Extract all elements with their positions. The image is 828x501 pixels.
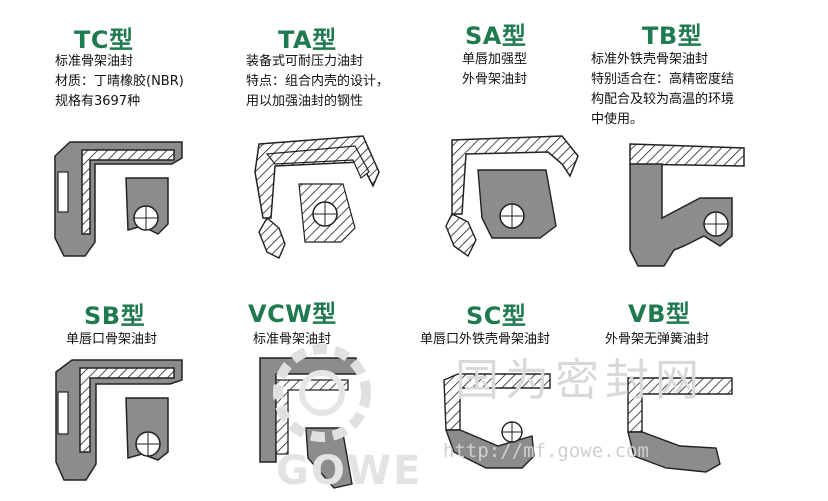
seal-desc-line: 特点：组合内壳的设计，	[246, 74, 390, 89]
seal-desc-vcw: 标准骨架油封	[253, 330, 331, 350]
seal-desc-line: 外骨架无弹簧油封	[605, 332, 710, 347]
seal-desc-line: 装备式可耐压力油封	[246, 54, 364, 69]
seal-desc-sb: 单唇口骨架油封	[66, 330, 157, 350]
seal-desc-line: 材质：丁晴橡胶(NBR)	[55, 74, 184, 89]
seal-title-sb: SB型	[84, 302, 146, 330]
sc-seal-diagram	[443, 373, 551, 469]
ta-seal-diagram	[254, 135, 380, 259]
seal-desc-ta: 装备式可耐压力油封 特点：组合内壳的设计， 用以加强油封的钢性	[246, 52, 389, 112]
seal-desc-sa: 单唇加强型 外骨架油封	[462, 50, 527, 90]
tc-seal-diagram	[54, 141, 183, 257]
seal-desc-line: 构配合及较为高温的环境	[591, 92, 735, 107]
seal-title-sc: SC型	[466, 302, 527, 330]
watermark-site-name: 国为密封网	[455, 355, 705, 406]
seal-desc-vb: 外骨架无弹簧油封	[605, 330, 709, 350]
seal-desc-line: 中使用。	[591, 112, 644, 127]
tb-seal-diagram	[629, 143, 745, 267]
seal-desc-tc: 标准骨架油封 材质：丁晴橡胶(NBR) 规格有3697种	[55, 52, 184, 112]
seal-desc-line: 标准骨架油封	[253, 332, 332, 347]
sb-seal-diagram	[55, 359, 183, 481]
seal-title-vb: VB型	[628, 300, 691, 328]
seal-desc-line: 特别适合在：高精密度结	[591, 72, 735, 87]
seal-desc-line: 单唇口外铁壳骨架油封	[420, 332, 551, 347]
seal-desc-line: 单唇加强型	[462, 52, 528, 67]
seal-desc-line: 外骨架油封	[462, 72, 528, 87]
seal-desc-line: 标准骨架油封	[55, 54, 134, 69]
sa-seal-diagram	[445, 135, 579, 258]
seal-desc-line: 标准外铁壳骨架油封	[591, 52, 709, 67]
seal-desc-line: 规格有3697种	[55, 94, 141, 109]
seal-desc-tb: 标准外铁壳骨架油封 特别适合在：高精密度结 构配合及较为高温的环境 中使用。	[591, 50, 734, 130]
vb-seal-diagram	[627, 377, 733, 473]
seal-title-sa: SA型	[465, 22, 527, 50]
seal-desc-sc: 单唇口外铁壳骨架油封	[420, 330, 550, 350]
seal-title-ta: TA型	[278, 26, 337, 54]
seal-desc-line: 用以加强油封的钢性	[246, 94, 364, 109]
seal-title-tb: TB型	[642, 22, 703, 50]
seal-desc-line: 单唇口骨架油封	[66, 332, 158, 347]
seal-title-vcw: VCW型	[248, 300, 337, 328]
seal-title-tc: TC型	[74, 26, 134, 54]
watermark-url: http://mf.gowe.com	[443, 440, 649, 462]
watermark-logo-text: GOWE	[276, 448, 423, 494]
gowe-logo-icon	[273, 344, 371, 442]
